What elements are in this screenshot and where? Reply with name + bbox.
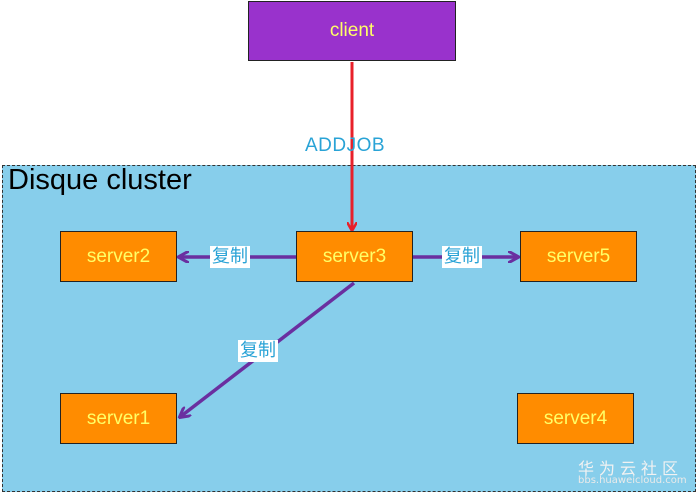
- replicate-label-server2: 复制: [210, 246, 250, 268]
- addjob-label: ADDJOB: [305, 135, 386, 156]
- client-node: client: [248, 1, 456, 61]
- server4-node: server4: [517, 393, 634, 444]
- replicate-label-server5: 复制: [442, 246, 482, 268]
- server2-node: server2: [60, 231, 177, 282]
- cluster-title: Disque cluster: [8, 164, 192, 196]
- watermark-text: 华为云社区: [578, 459, 684, 478]
- server5-node: server5: [520, 231, 637, 282]
- server3-node: server3: [296, 231, 413, 282]
- watermark-url: bbs.huaweicloud.com: [578, 475, 687, 486]
- replicate-label-server1: 复制: [238, 340, 278, 362]
- server1-node: server1: [60, 393, 177, 444]
